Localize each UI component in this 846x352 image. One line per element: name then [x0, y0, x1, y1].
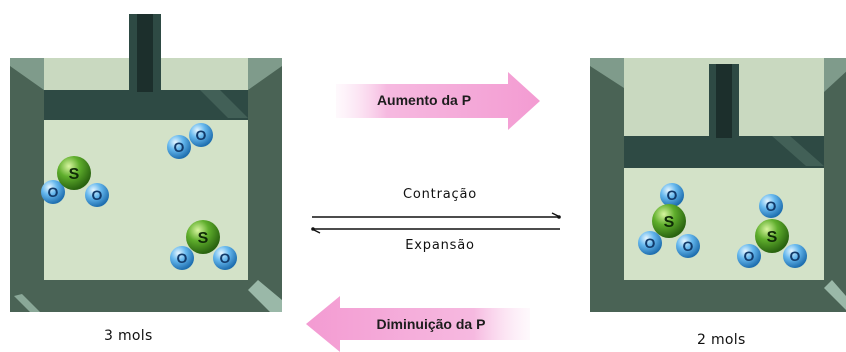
forward-arrow-label: Aumento da P [376, 92, 472, 108]
oxygen-atom [213, 246, 237, 270]
oxygen-atom-label: O [48, 184, 59, 200]
forward-arrow-shape [336, 72, 540, 130]
sulfur-atom-label: S [664, 214, 675, 231]
oxygen-atom [85, 183, 109, 207]
oxygen-atom [170, 246, 194, 270]
oxygen-atom-label: O [220, 250, 231, 266]
right-container-caption: 2 mols [697, 332, 746, 348]
oxygen-atom [660, 183, 684, 207]
right-container [590, 58, 846, 312]
sulfur-atom-label: S [198, 230, 209, 247]
expansion-label: Expansão [405, 238, 475, 253]
left-so2-molecule: O O S [170, 220, 237, 270]
left-container-wall-right [248, 58, 282, 312]
backward-arrow [306, 296, 530, 352]
oxygen-atom [638, 231, 662, 255]
oxygen-atom-label: O [667, 187, 678, 203]
left-container-interior [44, 118, 248, 280]
sulfur-atom [186, 220, 220, 254]
left-container [10, 14, 282, 312]
oxygen-atom-label: O [177, 250, 188, 266]
right-container-wall-left [590, 58, 624, 312]
left-o2-molecule: O O [167, 123, 213, 159]
sulfur-atom-label: S [69, 166, 80, 183]
sulfur-atom [57, 156, 91, 190]
left-container-wall-left [10, 58, 44, 312]
right-container-floor [590, 280, 846, 312]
left-container-floor [10, 280, 282, 312]
oxygen-atom [737, 244, 761, 268]
backward-arrow-shape [306, 296, 530, 352]
oxygen-atom-label: O [196, 127, 207, 143]
right-so3-molecule: O O O S [737, 194, 807, 268]
forward-arrow [336, 72, 540, 130]
right-so3-molecule: O O O S [638, 183, 700, 258]
backward-arrow-label: Diminuição da P [376, 316, 486, 332]
oxygen-atom-label: O [766, 198, 777, 214]
oxygen-atom [41, 180, 65, 204]
right-container-wall-right [824, 58, 846, 312]
oxygen-atom [189, 123, 213, 147]
oxygen-atom [759, 194, 783, 218]
oxygen-atom-label: O [683, 238, 694, 254]
contraction-label: Contração [403, 187, 477, 202]
equilibrium-arrows [311, 212, 561, 234]
oxygen-atom-label: O [92, 187, 103, 203]
oxygen-atom [676, 234, 700, 258]
oxygen-atom-label: O [645, 235, 656, 251]
oxygen-atom-label: O [174, 139, 185, 155]
oxygen-atom [167, 135, 191, 159]
oxygen-atom-label: O [744, 248, 755, 264]
sulfur-atom-label: S [767, 229, 778, 246]
left-so2-molecule: O O S [41, 156, 109, 207]
sulfur-atom [652, 204, 686, 238]
sulfur-atom [755, 219, 789, 253]
oxygen-atom-label: O [790, 248, 801, 264]
left-container-caption: 3 mols [104, 328, 153, 344]
oxygen-atom [783, 244, 807, 268]
